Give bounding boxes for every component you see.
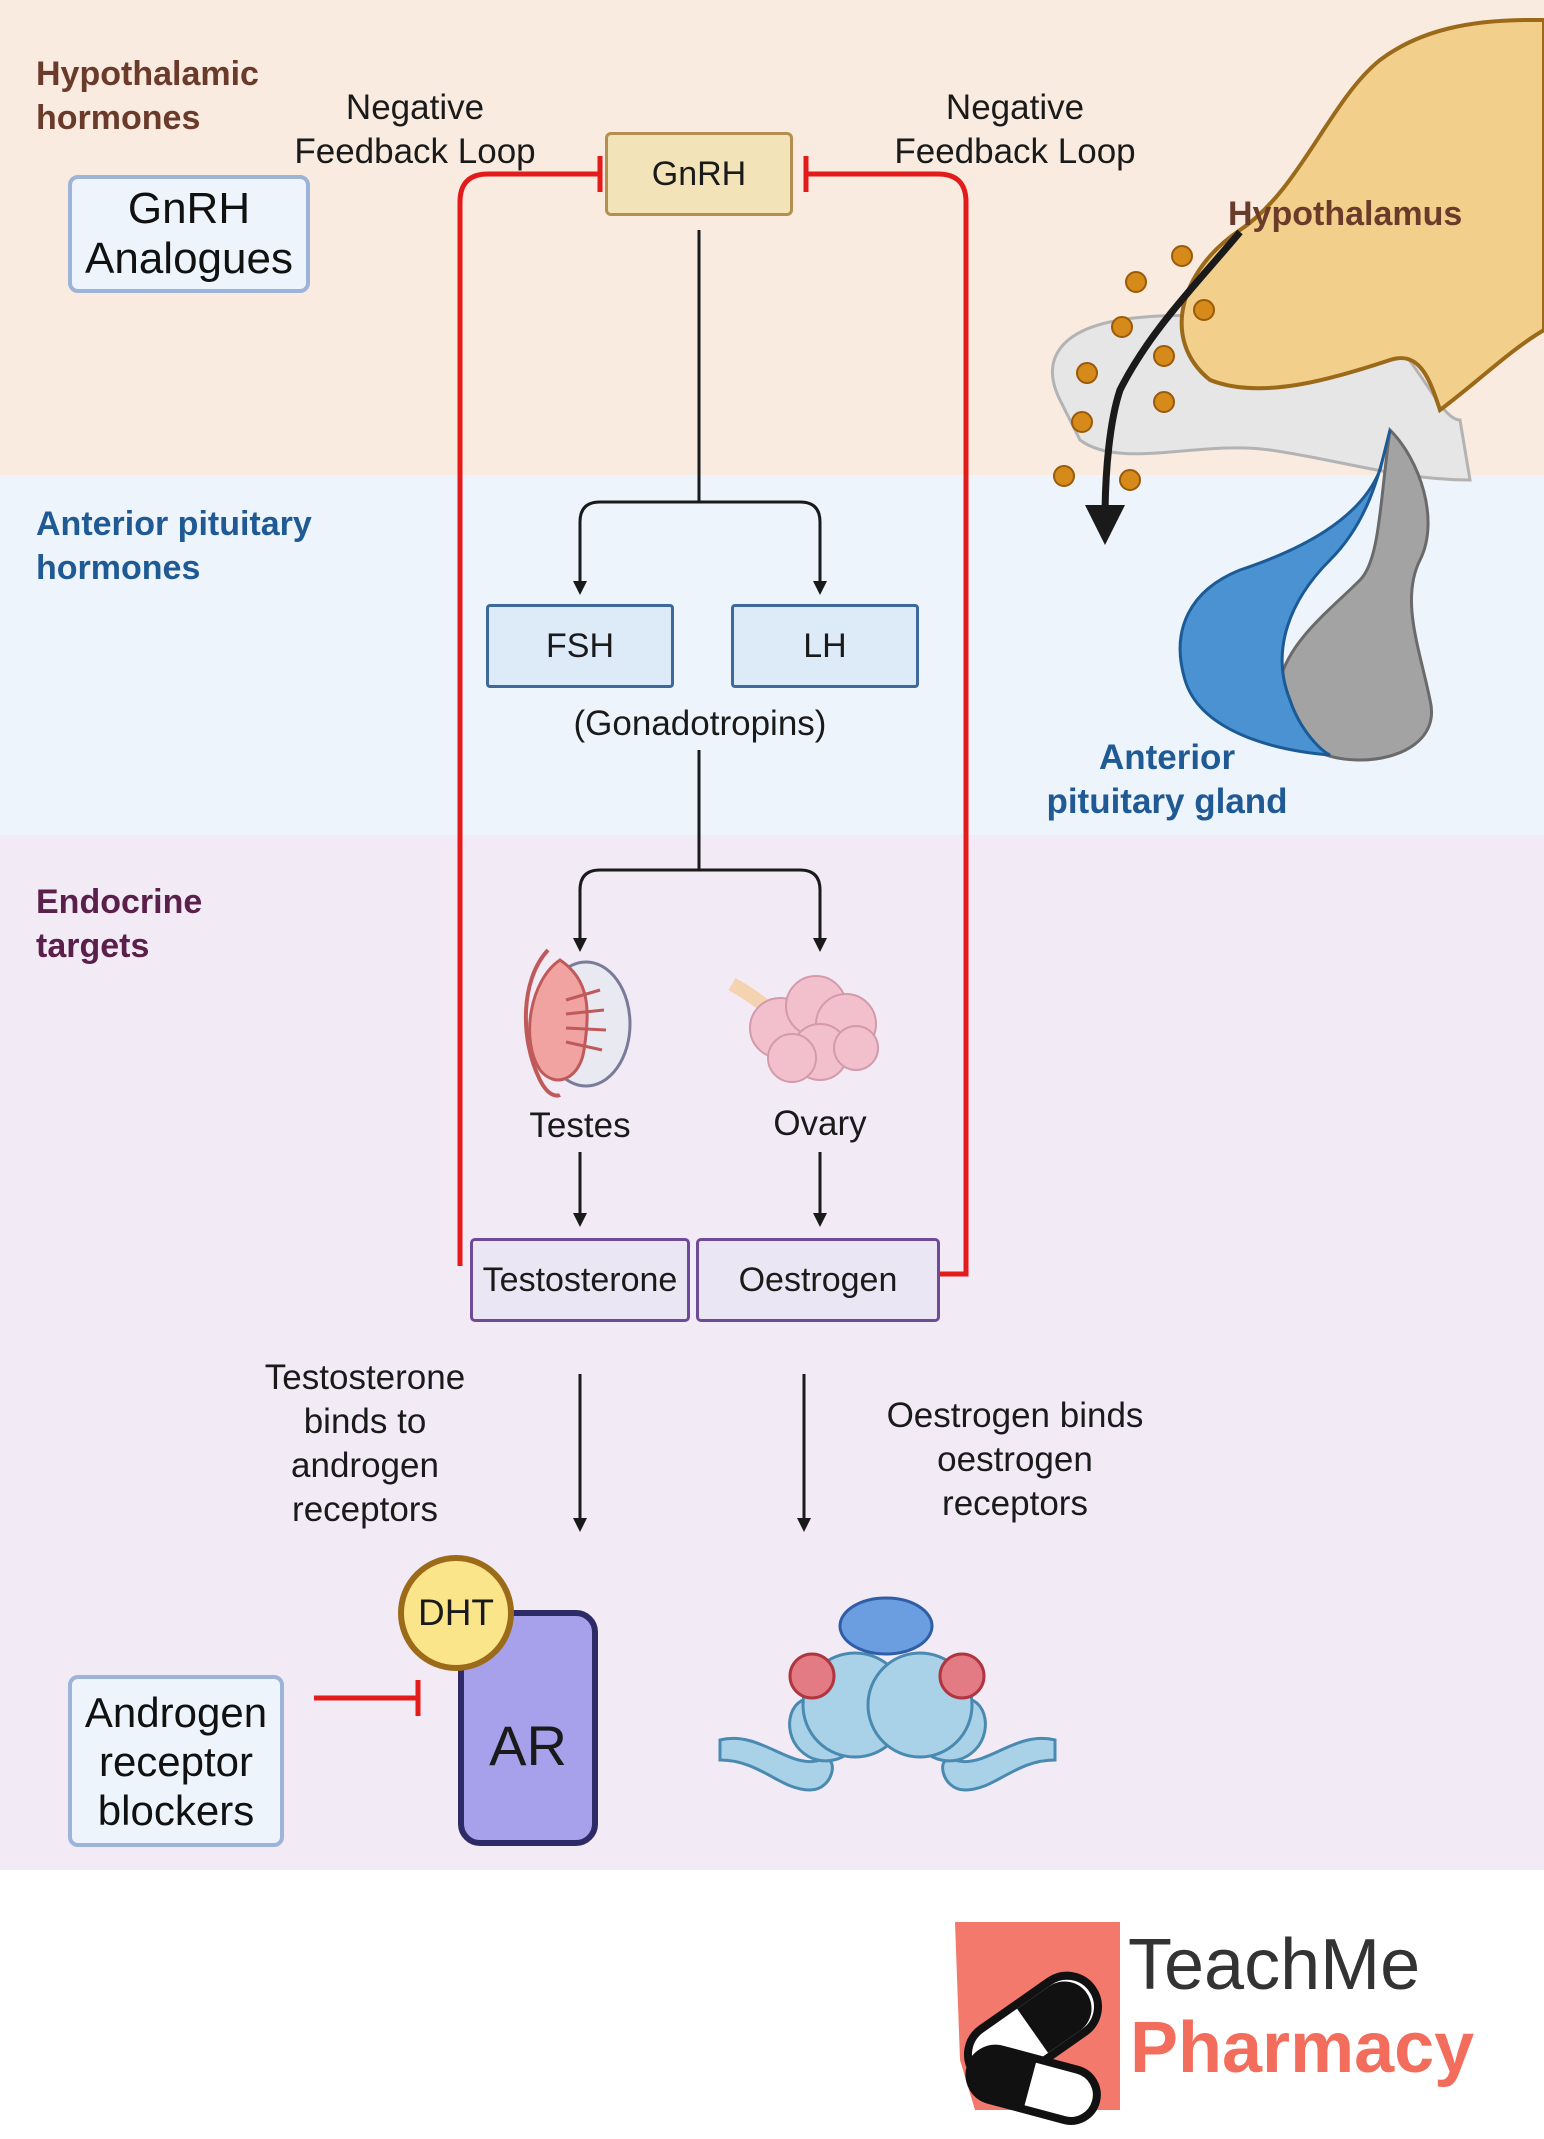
gonadotropins-label: (Gonadotropins) xyxy=(573,704,827,743)
hypothalamus-label: Hypothalamus xyxy=(1228,195,1463,233)
androgen-receptor-blockers-box: Androgen receptor blockers xyxy=(68,1675,284,1847)
lh-box: LH xyxy=(731,604,919,688)
flow-lines xyxy=(573,230,827,1532)
oestrogen-box: Oestrogen xyxy=(696,1238,940,1322)
testes-label: Testes xyxy=(529,1106,631,1145)
testosterone-box: Testosterone xyxy=(470,1238,690,1322)
brand-subtitle: Pharmacy xyxy=(1130,2008,1475,2088)
dht-molecule: DHT xyxy=(398,1555,514,1671)
teachme-logo-mark xyxy=(955,1922,1120,2125)
testosterone-binding-text: Testosterone binds to androgen receptors xyxy=(264,1358,466,1529)
ovary-illustration xyxy=(728,975,879,1083)
section-label-pituitary: Anterior pituitary hormones xyxy=(36,505,312,587)
section-label-hypothalamic: Hypothalamic hormones xyxy=(36,55,259,137)
oestrogen-receptor-illustration xyxy=(718,1596,1057,1792)
ovary-label: Ovary xyxy=(773,1104,867,1143)
testes-illustration xyxy=(523,948,632,1098)
section-label-endocrine: Endocrine targets xyxy=(36,883,203,965)
anterior-pituitary-label: Anterior pituitary gland xyxy=(1046,738,1288,821)
fsh-box: FSH xyxy=(486,604,674,688)
brand-name: TeachMe xyxy=(1128,1925,1421,2005)
negative-feedback-loops xyxy=(314,156,969,1716)
oestrogen-binding-text: Oestrogen binds oestrogen receptors xyxy=(886,1396,1144,1523)
gnrh-box: GnRH xyxy=(605,132,793,216)
negative-feedback-label-right: Negative Feedback Loop xyxy=(894,88,1136,171)
gnrh-analogues-box: GnRH Analogues xyxy=(68,175,310,293)
negative-feedback-label-left: Negative Feedback Loop xyxy=(294,88,536,171)
hypothalamus-illustration xyxy=(1051,18,1544,762)
